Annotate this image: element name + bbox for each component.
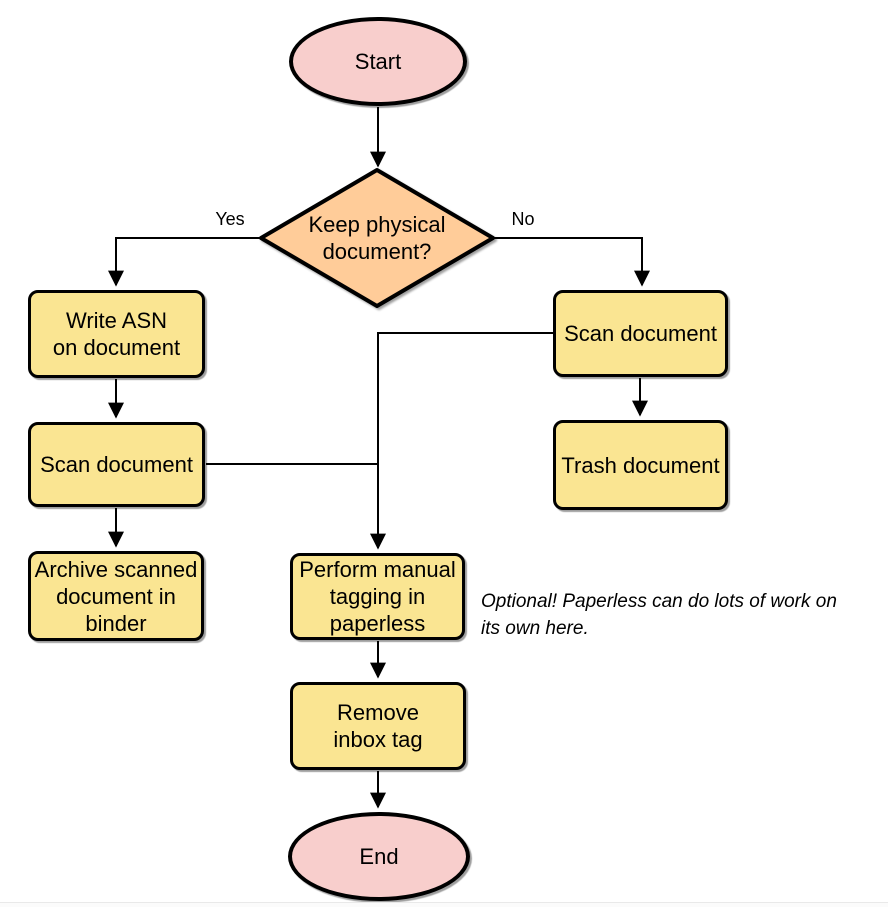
node-decision-label: Keep physical document?	[308, 212, 446, 264]
edge-label-yes: Yes	[204, 208, 256, 230]
node-scan-document-left: Scan document	[28, 422, 205, 507]
node-write-asn-on-document: Write ASN on document	[28, 290, 205, 378]
node-scan-document-right: Scan document	[553, 290, 728, 377]
node-end: End	[288, 812, 470, 901]
node-remove-inbox-tag: Remove inbox tag	[290, 682, 466, 770]
node-archive-scanned-document: Archive scanned document in binder	[28, 551, 204, 641]
edge-decision-no	[493, 237, 650, 287]
node-start: Start	[289, 17, 467, 106]
edge-merge-to-tagging	[370, 332, 553, 550]
node-perform-manual-tagging: Perform manual tagging in paperless	[290, 553, 465, 640]
annotation-optional-paperless: Optional! Paperless can do lots of work …	[481, 591, 837, 639]
node-trash-document: Trash document	[553, 420, 728, 510]
edge-label-no: No	[499, 208, 547, 230]
edge-decision-yes	[108, 237, 261, 287]
decision-diamond-shape	[259, 168, 495, 308]
bottom-window-edge	[0, 902, 888, 907]
